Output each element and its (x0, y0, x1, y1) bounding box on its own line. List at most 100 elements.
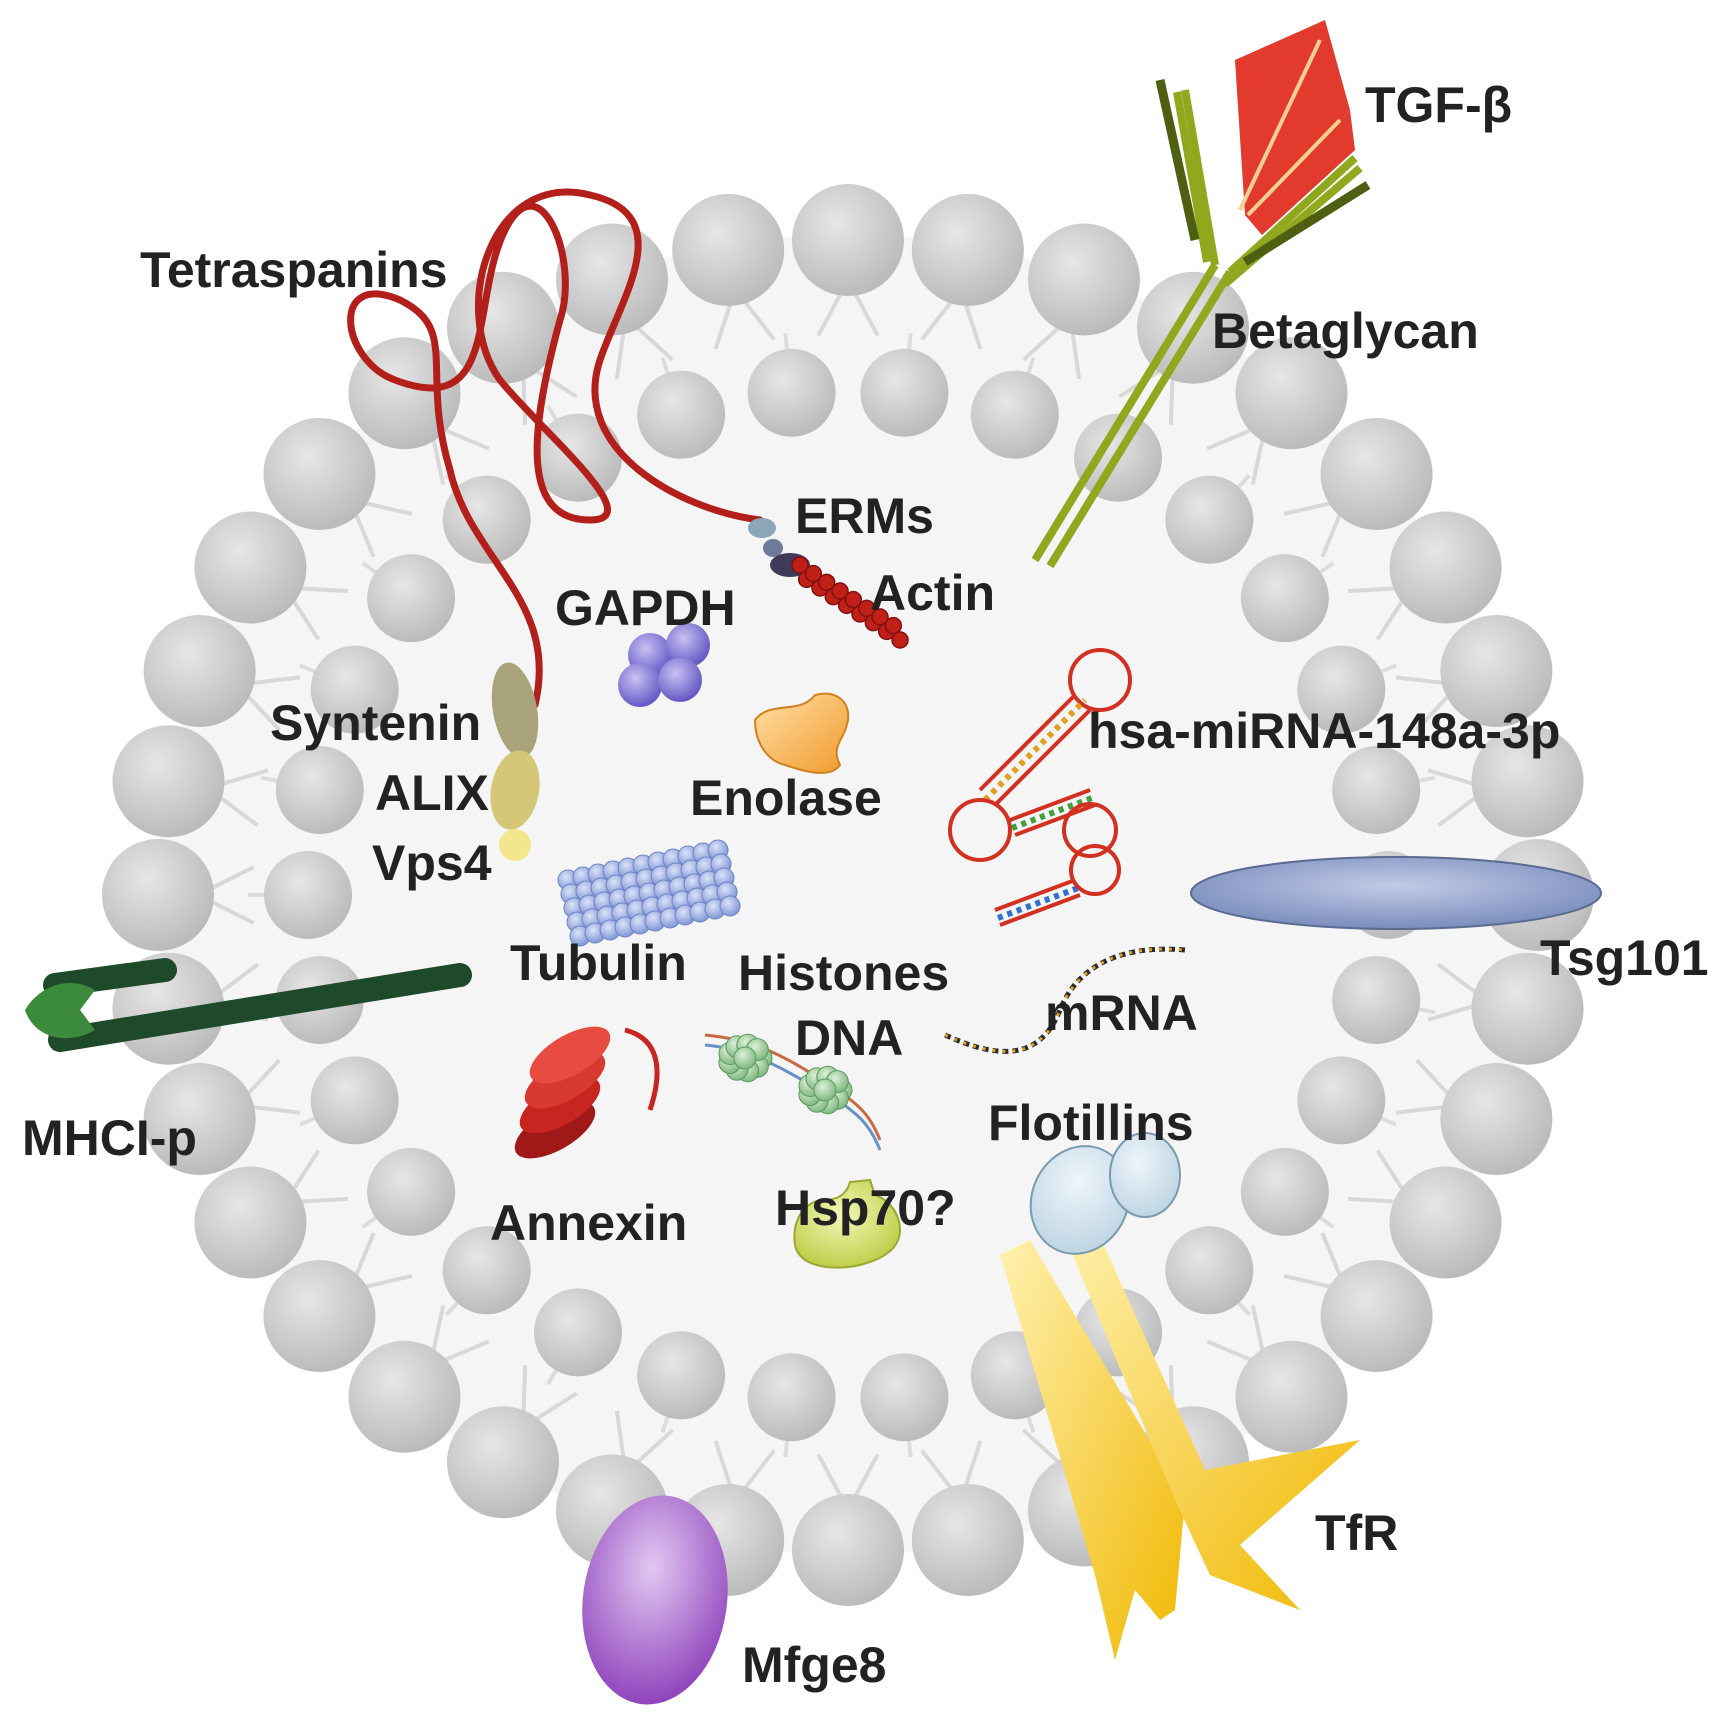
mirna-hairpins (948, 648, 1132, 927)
label-mhci-p: MHCI-p (22, 1110, 197, 1166)
lipid-head-inner (264, 851, 352, 939)
label-actin: Actin (870, 565, 995, 621)
lipid-head-outer (1471, 952, 1584, 1065)
label-alix: ALIX (375, 765, 489, 821)
lipid-head-outer (1389, 1166, 1502, 1279)
label-tetraspanins: Tetraspanins (140, 242, 448, 298)
lipid-head-outer (672, 193, 785, 306)
lipid-head-outer (1440, 1063, 1553, 1176)
tgf-beta-ligand (1235, 20, 1355, 235)
lipid-head-inner (860, 348, 949, 437)
actin-filament (791, 556, 909, 649)
actin-monomer (857, 599, 876, 618)
lipid-head-inner (1297, 1056, 1386, 1145)
tetraspanin-protein (347, 188, 764, 709)
lipid-head-inner (310, 645, 399, 734)
hsp70-protein (793, 1178, 902, 1269)
tubulin-filament (557, 839, 741, 947)
lipid-head-inner (970, 370, 1059, 459)
lipid-head-outer (1389, 511, 1502, 624)
lipid-head-inner (637, 370, 726, 459)
lipid-head-outer (911, 1484, 1024, 1597)
erm-protein (748, 518, 810, 577)
lipid-head-inner (1240, 1147, 1329, 1236)
lipid-head-inner (1240, 554, 1329, 643)
lipid-head-outer (911, 193, 1024, 306)
label-tubulin: Tubulin (510, 935, 687, 991)
label-histones: Histones (738, 945, 949, 1001)
lipid-head-outer (263, 1260, 376, 1373)
vesicle-lumen (158, 235, 1538, 1555)
betaglycan-receptor (1031, 79, 1371, 569)
lipid-head-outer (102, 839, 214, 951)
lipid-head-inner (1297, 645, 1386, 734)
lipid-head-inner (442, 1226, 531, 1315)
lipid-head-inner (442, 475, 531, 564)
lipid-head-inner (310, 1056, 399, 1145)
label-enolase: Enolase (690, 770, 882, 826)
lipid-bilayer-membrane (102, 184, 1594, 1606)
syntenin-alix-vps4-complex (490, 662, 540, 861)
actin-monomer (871, 608, 889, 626)
enolase-protein (753, 692, 850, 774)
transferrin-receptor (1000, 1215, 1360, 1660)
mhc-class-i-complex (25, 958, 472, 1052)
lipid-head-inner (534, 1288, 622, 1377)
lipid-head-inner (747, 1353, 836, 1442)
actin-monomer (817, 573, 836, 592)
lipid-head-outer (792, 184, 904, 296)
lipid-head-outer (194, 511, 307, 624)
histone-dna-complex (704, 1033, 882, 1151)
label-hsp70: Hsp70? (775, 1180, 956, 1236)
lipid-head-inner (1165, 475, 1254, 564)
lipid-head-outer (194, 1166, 307, 1279)
annexin-protein (514, 1026, 660, 1159)
flotillin-proteins (1029, 1132, 1181, 1255)
label-tsg101: Tsg101 (1540, 930, 1709, 986)
label-mfge8: Mfge8 (742, 1637, 886, 1693)
lipid-head-outer (263, 417, 376, 530)
lipid-head-outer (1471, 725, 1584, 838)
lipid-head-outer (447, 1406, 559, 1519)
lipid-head-outer (1440, 614, 1553, 727)
label-mirna: hsa-miRNA-148a-3p (1088, 703, 1560, 759)
lipid-head-outer (1235, 1340, 1348, 1453)
lipid-head-outer (1320, 417, 1433, 530)
lipid-head-outer (112, 725, 225, 838)
lipid-head-outer (1235, 337, 1348, 450)
lipid-head-outer (1320, 1260, 1433, 1373)
lipid-head-inner (860, 1353, 949, 1442)
label-tgf-beta: TGF-β (1365, 77, 1512, 133)
lipid-head-inner (367, 554, 456, 643)
lipid-head-outer (792, 1494, 904, 1606)
actin-monomer (804, 564, 823, 583)
label-flotillins: Flotillins (988, 1095, 1194, 1151)
lipid-head-outer (143, 614, 256, 727)
lipid-head-outer (556, 223, 669, 336)
label-erms: ERMs (795, 488, 934, 544)
histone-subunit (733, 1046, 757, 1070)
label-betaglycan: Betaglycan (1212, 303, 1479, 359)
histone-subunit (813, 1078, 837, 1102)
lipid-head-inner (747, 348, 836, 437)
actin-monomer (791, 556, 809, 574)
actin-monomer (831, 582, 849, 600)
lipid-head-inner (275, 746, 364, 835)
mfge8-protein (582, 1495, 728, 1705)
label-mrna: mRNA (1045, 985, 1198, 1041)
lipid-head-inner (1165, 1226, 1254, 1315)
gapdh-protein (618, 623, 710, 707)
label-syntenin: Syntenin (270, 695, 481, 751)
tubulin-subunit (719, 895, 741, 917)
actin-monomer (884, 616, 903, 635)
lipid-head-inner (1332, 955, 1421, 1044)
label-tfr: TfR (1315, 1505, 1398, 1561)
label-dna: DNA (795, 1010, 903, 1066)
lipid-head-outer (143, 1063, 256, 1176)
lipid-head-inner (367, 1147, 456, 1236)
label-annexin: Annexin (490, 1195, 687, 1251)
lipid-head-outer (1027, 223, 1140, 336)
label-vps4: Vps4 (372, 835, 492, 891)
tsg101-protein (1190, 856, 1602, 930)
actin-monomer (844, 590, 863, 609)
